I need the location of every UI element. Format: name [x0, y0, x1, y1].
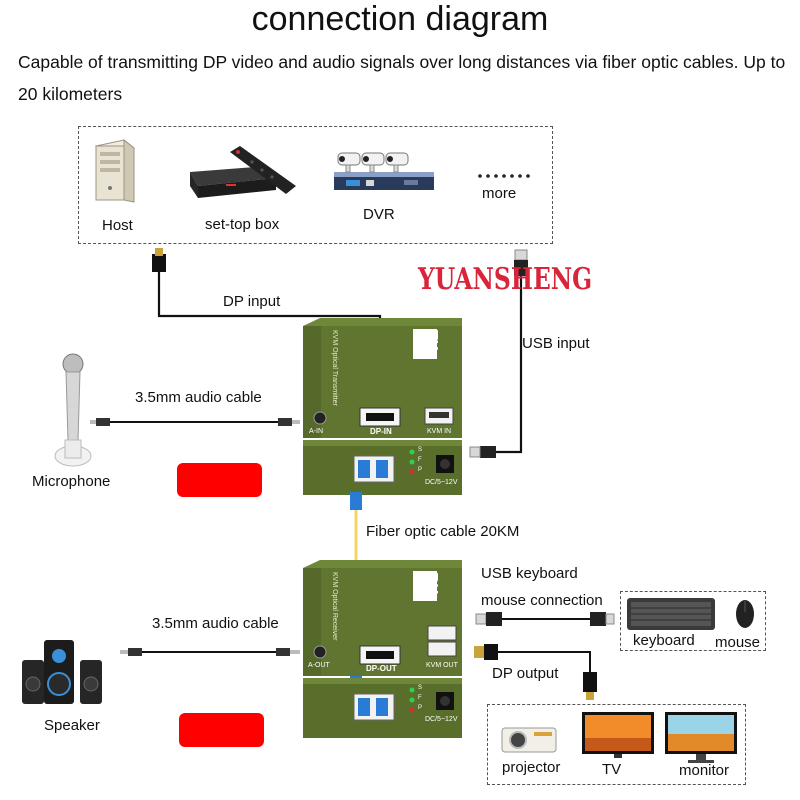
diagram-subtitle: Capable of transmitting DP video and aud…: [18, 52, 786, 104]
usb-input-label: USB input: [522, 335, 590, 352]
tx-port-a-in: A-IN: [309, 428, 323, 435]
rx-port-a-out: A-OUT: [308, 662, 330, 669]
keyboard-icon: [627, 598, 715, 630]
source-devices-box: [78, 126, 553, 244]
dp-input-label: DP input: [223, 293, 281, 310]
usb-cable: [469, 249, 528, 458]
set-top-box-icon: [190, 146, 296, 198]
speaker-label: Speaker: [44, 717, 100, 734]
dvr-label: DVR: [363, 206, 395, 223]
tx-device: [303, 318, 462, 495]
monitor-icon: [665, 712, 737, 763]
tx-port-kvm-in: KVM IN: [427, 428, 452, 435]
tx-audio-cable-label: 3.5mm audio cable: [135, 389, 262, 406]
rx-device: [303, 560, 462, 738]
projector-icon: [501, 727, 557, 753]
redacted-block-rx: [179, 713, 264, 747]
rx-dp-cable: [474, 644, 597, 700]
rx-usb-cable: [475, 612, 615, 626]
more-label: more: [482, 185, 517, 202]
rx-brand-label: KVM Optical Receiver: [331, 572, 338, 641]
microphone-label: Microphone: [32, 473, 111, 490]
rx-port-kvm-out: KVM OUT: [426, 662, 458, 669]
tx-audio-cable: [90, 418, 300, 426]
rx-led-p: P: [418, 705, 423, 711]
mouse-label: mouse: [715, 634, 761, 651]
watermark: YUANSHENG: [418, 262, 593, 297]
monitor-label: monitor: [679, 762, 730, 779]
host-pc-icon: [94, 138, 136, 203]
diagram-title: connection diagram: [251, 0, 549, 38]
tx-port-power: DC/5~12V: [425, 479, 458, 486]
mouse-connection-label: mouse connection: [481, 592, 603, 609]
usb-keyboard-label: USB keyboard: [481, 565, 578, 582]
rx-led-s: S: [418, 685, 423, 691]
tx-badge: TX: [423, 330, 440, 351]
microphone-icon: [54, 353, 92, 467]
more-dots-icon: [478, 174, 530, 178]
mouse-icon: [736, 600, 754, 628]
rx-port-power: DC/5~12V: [425, 716, 458, 723]
peripherals-box: [620, 591, 766, 651]
rx-port-dp-out: DP-OUT: [366, 664, 397, 673]
set-top-box-label: set-top box: [205, 216, 280, 233]
speaker-icon: [22, 640, 102, 704]
fiber-label: Fiber optic cable 20KM: [366, 523, 520, 540]
tx-brand-label: KVM Optical Transmitter: [331, 330, 338, 406]
rx-audio-cable-label: 3.5mm audio cable: [152, 615, 279, 632]
dp-output-label: DP output: [492, 665, 559, 682]
rx-audio-cable: [120, 648, 300, 656]
tv-label: TV: [602, 761, 622, 778]
projector-label: projector: [502, 759, 561, 776]
tv-icon: [582, 712, 654, 758]
tx-led-p: P: [418, 467, 423, 473]
tx-led-s: S: [418, 447, 423, 453]
tx-led-f: F: [418, 457, 422, 463]
rx-badge: RX: [423, 572, 440, 595]
redacted-block-tx: [177, 463, 262, 497]
dvr-icon: [334, 152, 434, 190]
tx-port-dp-in: DP-IN: [370, 427, 392, 436]
keyboard-label: keyboard: [633, 632, 695, 649]
host-label: Host: [102, 217, 133, 234]
displays-box: [487, 704, 746, 785]
rx-led-f: F: [418, 695, 422, 701]
